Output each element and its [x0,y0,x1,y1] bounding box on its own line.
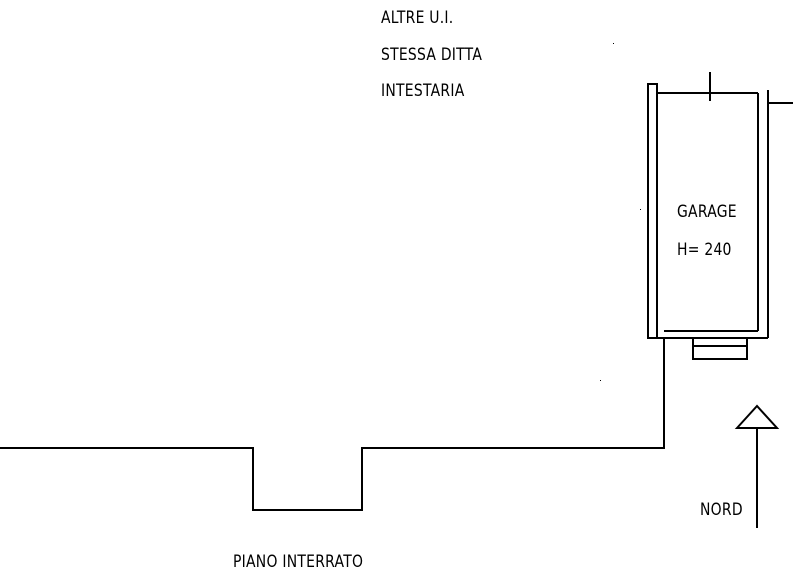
floor-title: PIANO INTERRATO [233,552,364,572]
north-label: NORD [700,500,743,520]
garage-door [692,337,748,360]
other-units-line-3: INTESTARIA [381,81,465,101]
garage-label: GARAGE [677,202,737,222]
boundary-line [0,338,665,511]
garage-left-wall [647,83,658,339]
outer-boundary [0,338,665,511]
scan-specks [600,43,641,381]
other-units-line-1: ALTRE U.I. [381,8,454,28]
garage-walls [647,72,793,360]
north-arrow-head [734,404,780,429]
garage-height-label: H= 240 [677,240,732,260]
other-units-line-2: STESSA DITTA [381,45,483,65]
north-arrow-icon [734,404,780,528]
